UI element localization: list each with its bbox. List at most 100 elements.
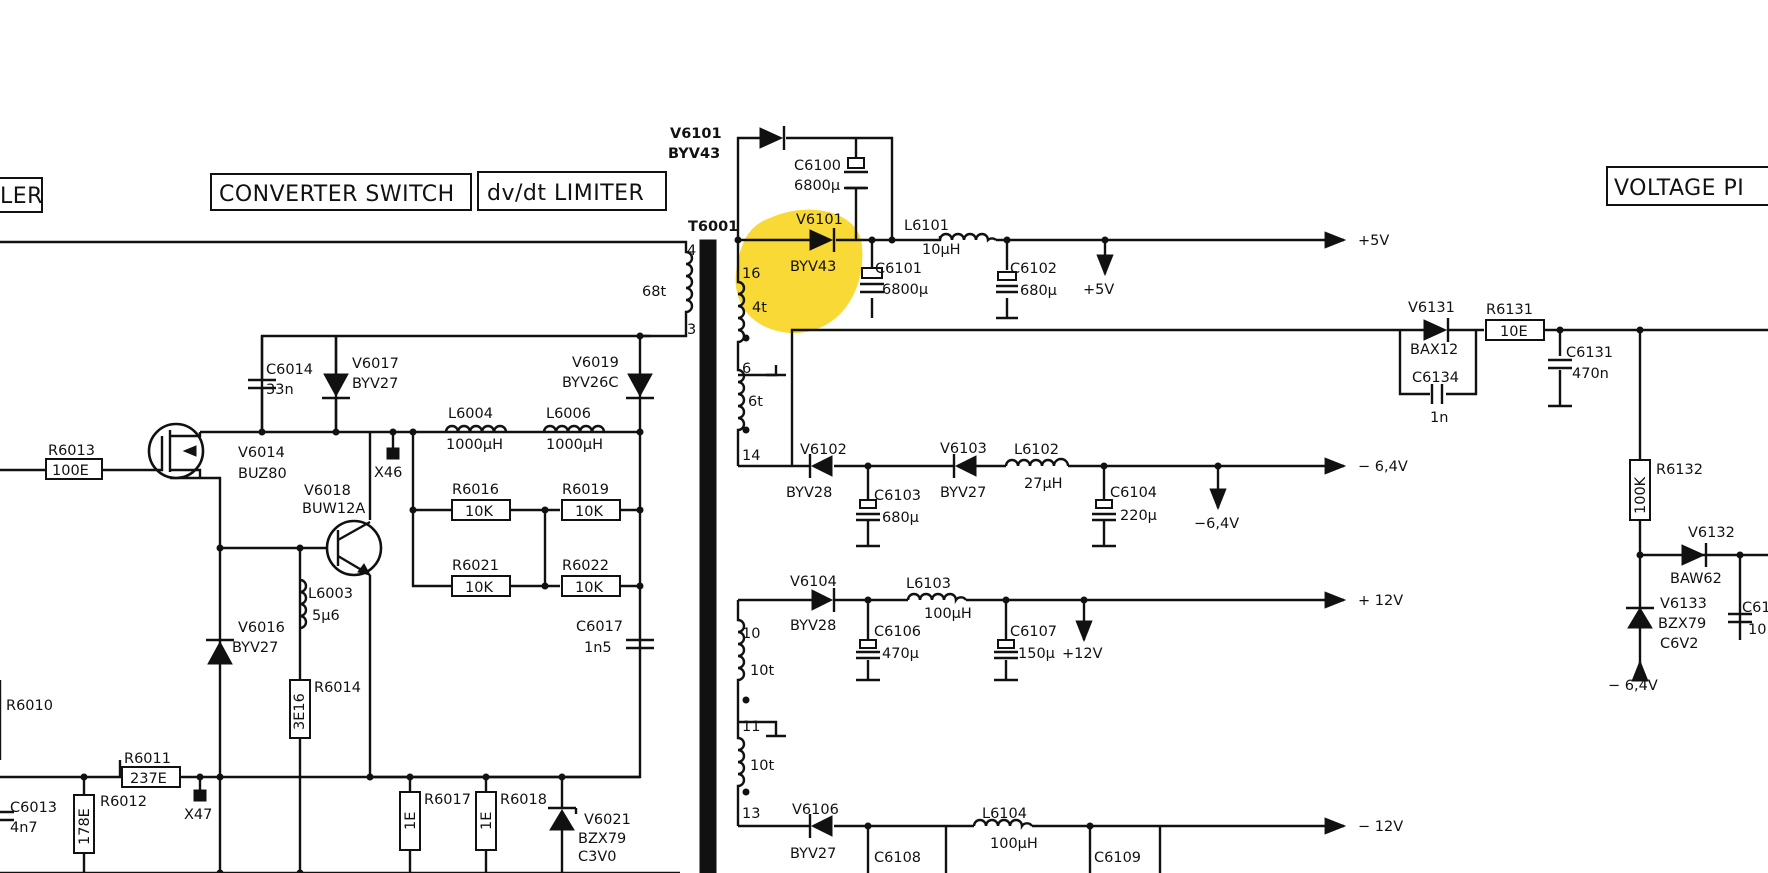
svg-text:V6016: V6016 xyxy=(238,620,285,636)
svg-text:R6012: R6012 xyxy=(100,794,147,810)
svg-text:10t: 10t xyxy=(750,663,774,679)
svg-text:BYV43: BYV43 xyxy=(790,259,836,275)
svg-text:4t: 4t xyxy=(752,300,767,316)
cap-c6103: C6103 680µ xyxy=(856,488,921,526)
svg-text:237E: 237E xyxy=(130,771,167,787)
block-title-voltage: VOLTAGE PI xyxy=(1606,166,1768,206)
svg-text:10E: 10E xyxy=(1500,324,1528,340)
diode-v6016: V6016 BYV27 xyxy=(206,620,285,665)
rail-n12v-wiring xyxy=(738,817,1347,873)
diode-v6102: V6102 BYV28 xyxy=(786,442,847,501)
svg-text:L6006: L6006 xyxy=(546,406,591,422)
cap-c6014: C6014 33n xyxy=(248,336,313,432)
svg-text:C6108: C6108 xyxy=(874,850,921,866)
svg-text:R6019: R6019 xyxy=(562,482,609,498)
svg-text:14: 14 xyxy=(742,448,760,464)
svg-text:R6013: R6013 xyxy=(48,443,95,459)
svg-text:27µH: 27µH xyxy=(1024,476,1063,492)
cap-c6013: C6013 4n7 xyxy=(0,800,57,836)
transformer-core xyxy=(699,239,717,873)
svg-text:BAW62: BAW62 xyxy=(1670,571,1722,587)
inductor-l6003: L6003 5µ6 xyxy=(299,578,353,630)
svg-text:6t: 6t xyxy=(748,394,763,410)
junction-dots-right xyxy=(734,236,1744,830)
svg-text:33n: 33n xyxy=(266,382,294,398)
svg-text:R6010: R6010 xyxy=(6,698,53,714)
resistor-r6013: R6013 100E xyxy=(45,443,103,480)
mosfet-v6014: V6014 BUZ80 xyxy=(140,422,287,482)
diode-v6017: V6017 BYV27 xyxy=(322,336,399,432)
svg-text:16: 16 xyxy=(742,266,760,282)
svg-text:1n: 1n xyxy=(1430,410,1448,426)
primary-winding: 4 3 68t xyxy=(0,240,696,338)
svg-text:470µ: 470µ xyxy=(882,646,919,662)
svg-text:R6014: R6014 xyxy=(314,680,361,696)
secondary-winding-10-11: 10 10t 11 xyxy=(736,600,786,738)
svg-text:3E16: 3E16 xyxy=(292,693,308,730)
svg-text:L6003: L6003 xyxy=(308,586,353,602)
svg-text:C6013: C6013 xyxy=(10,800,57,816)
resistor-r6016: R6016 10K xyxy=(451,482,511,521)
cap-c61-partial: C61 10 xyxy=(1728,600,1768,638)
svg-text:5µ6: 5µ6 xyxy=(312,608,340,624)
svg-text:V6014: V6014 xyxy=(238,445,285,461)
svg-text:R6017: R6017 xyxy=(424,792,471,808)
svg-text:3: 3 xyxy=(687,322,696,338)
svg-text:6800µ: 6800µ xyxy=(794,178,840,194)
svg-text:C6100: C6100 xyxy=(794,158,841,174)
diode-v6106: V6106 BYV27 xyxy=(790,802,839,862)
svg-text:C6101: C6101 xyxy=(875,261,922,277)
svg-text:10K: 10K xyxy=(465,580,493,596)
svg-text:X46: X46 xyxy=(374,465,402,481)
rail-label-p12v: + 12V xyxy=(1358,593,1403,609)
svg-text:10t: 10t xyxy=(750,758,774,774)
svg-text:LER: LER xyxy=(0,184,43,209)
svg-text:10µH: 10µH xyxy=(922,242,961,258)
inductor-l6103: L6103 100µH xyxy=(906,576,972,622)
svg-text:V6021: V6021 xyxy=(584,812,631,828)
diode-v6103: V6103 BYV27 xyxy=(940,441,987,501)
resistor-r6132: 100K R6132 xyxy=(1629,459,1703,521)
svg-text:R6018: R6018 xyxy=(500,792,547,808)
svg-text:100µH: 100µH xyxy=(924,606,972,622)
svg-text:1000µH: 1000µH xyxy=(546,437,603,453)
svg-text:V6101: V6101 xyxy=(670,126,722,142)
svg-text:C6106: C6106 xyxy=(874,624,921,640)
svg-text:10K: 10K xyxy=(465,504,493,520)
block-title-converter-switch: CONVERTER SWITCH xyxy=(210,173,472,211)
svg-text:L6101: L6101 xyxy=(904,218,949,234)
resistor-r6017: 1E R6017 xyxy=(399,777,471,873)
svg-text:C6109: C6109 xyxy=(1094,850,1141,866)
svg-text:178E: 178E xyxy=(77,808,93,845)
diode-v6019: V6019 BYV26C xyxy=(562,355,654,400)
resistor-r6011: R6011 237E xyxy=(121,751,181,788)
inductor-l6006: L6006 1000µH xyxy=(542,406,606,453)
rail-tap-n64v-right: − 6,4V xyxy=(1608,678,1658,694)
svg-text:13: 13 xyxy=(742,806,760,822)
inductor-l6004: L6004 1000µH xyxy=(444,406,508,453)
svg-text:BYV27: BYV27 xyxy=(790,846,836,862)
svg-text:V6018: V6018 xyxy=(304,483,351,499)
svg-text:V6132: V6132 xyxy=(1688,525,1735,541)
svg-text:BYV27: BYV27 xyxy=(940,485,986,501)
svg-text:10K: 10K xyxy=(575,580,603,596)
svg-text:R6131: R6131 xyxy=(1486,302,1533,318)
svg-text:C6102: C6102 xyxy=(1010,261,1057,277)
rail-tap-p12v: +12V xyxy=(1062,646,1103,662)
resistor-r6014: 3E16 R6014 xyxy=(289,679,361,739)
svg-text:C6107: C6107 xyxy=(1010,624,1057,640)
svg-text:V6106: V6106 xyxy=(792,802,839,818)
svg-text:4: 4 xyxy=(687,243,696,259)
svg-text:V6131: V6131 xyxy=(1408,300,1455,316)
resistor-r6022: R6022 10K xyxy=(561,558,621,597)
block-title-left: LER xyxy=(0,177,43,213)
rail-label-n12v: − 12V xyxy=(1358,819,1403,835)
cap-c6101[interactable]: C6101 6800µ xyxy=(860,261,928,298)
svg-text:R6016: R6016 xyxy=(452,482,499,498)
svg-text:BUZ80: BUZ80 xyxy=(238,466,287,482)
svg-text:R6022: R6022 xyxy=(562,558,609,574)
svg-text:L6103: L6103 xyxy=(906,576,951,592)
svg-text:6: 6 xyxy=(742,361,751,377)
resistor-r6018: 1E R6018 xyxy=(475,777,547,873)
